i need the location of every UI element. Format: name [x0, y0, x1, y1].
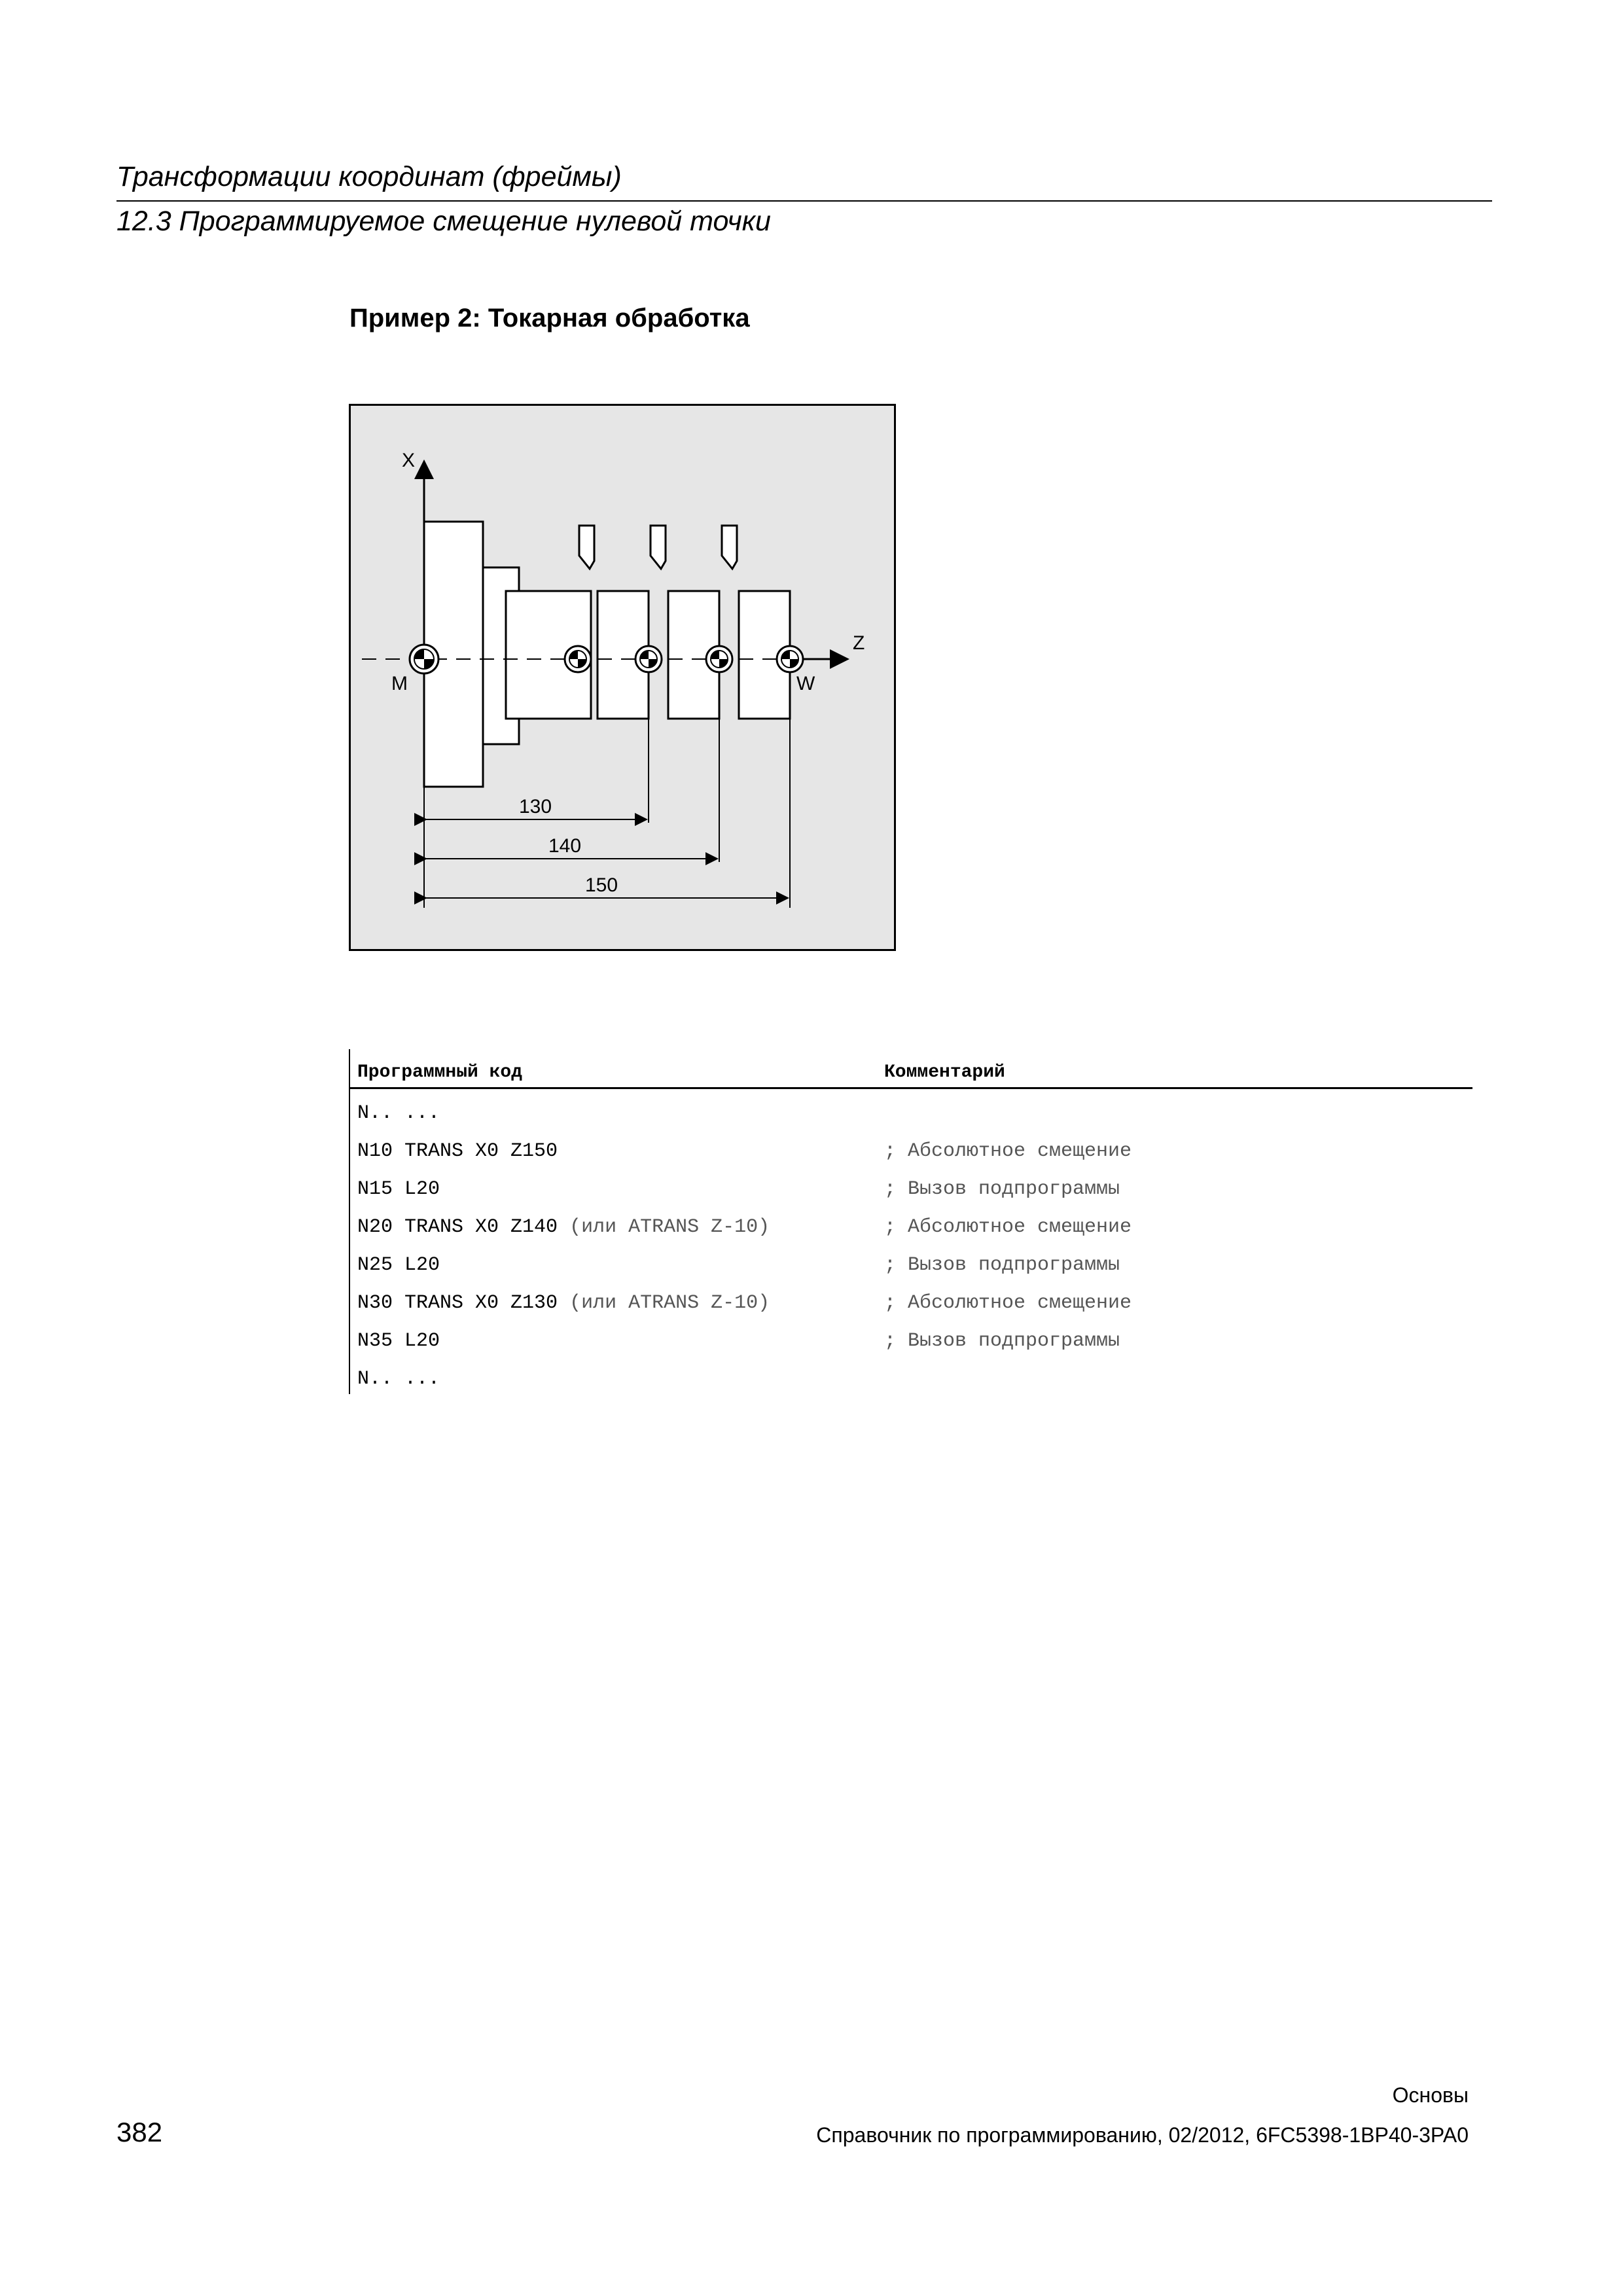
table-left-border — [349, 1049, 350, 1394]
dimension-label-130: 130 — [519, 796, 552, 817]
program-code-table: Программный код Комментарий N.. ... N10 … — [349, 1049, 1472, 1394]
footer-document-info: Справочник по программированию, 02/2012,… — [816, 2123, 1469, 2147]
tool-icon — [721, 524, 738, 571]
origin-m-label: M — [391, 673, 408, 694]
comment-cell: ; Абсолютное смещение — [884, 1292, 1132, 1314]
code-cell: N15 L20 — [357, 1178, 440, 1200]
origin-m-symbol — [408, 643, 440, 675]
code-cell: N25 L20 — [357, 1254, 440, 1276]
header-rule — [349, 1087, 1472, 1089]
code-cell: N35 L20 — [357, 1330, 440, 1352]
workpiece-zero-w-symbol — [776, 645, 804, 673]
code-cell: N20 TRANS X0 Z140 (или ATRANS Z-10) — [357, 1216, 770, 1238]
table-row: N25 L20 ; Вызов подпрограммы — [349, 1254, 1472, 1292]
zero-point-symbol — [563, 645, 592, 673]
z-axis-label: Z — [853, 632, 865, 654]
table-row: N35 L20 ; Вызов подпрограммы — [349, 1330, 1472, 1368]
workpiece-zero-w-label: W — [796, 673, 815, 694]
comment-cell: ; Вызов подпрограммы — [884, 1254, 1120, 1276]
footer-book-title: Основы — [1392, 2083, 1469, 2107]
code-cell: N.. ... — [357, 1368, 440, 1390]
comment-cell: ; Вызов подпрограммы — [884, 1330, 1120, 1352]
comment-cell: ; Абсолютное смещение — [884, 1140, 1132, 1162]
turning-diagram: X Z M — [349, 404, 896, 951]
comment-cell: ; Абсолютное смещение — [884, 1216, 1132, 1238]
column-header-code: Программный код — [357, 1062, 523, 1083]
table-row: N.. ... — [349, 1102, 1472, 1140]
zero-point-symbol — [705, 645, 734, 673]
comment-cell: ; Вызов подпрограммы — [884, 1178, 1120, 1200]
dimension-label-140: 140 — [548, 835, 581, 857]
page-number: 382 — [116, 2117, 163, 2147]
code-cell: N30 TRANS X0 Z130 (или ATRANS Z-10) — [357, 1292, 770, 1314]
chapter-title: Трансформации координат (фреймы) — [116, 161, 622, 192]
tool-icon — [578, 524, 596, 571]
zero-point-symbol — [634, 645, 663, 673]
table-row: N20 TRANS X0 Z140 (или ATRANS Z-10) ; Аб… — [349, 1216, 1472, 1254]
example-title: Пример 2: Токарная обработка — [349, 304, 750, 332]
table-row: N30 TRANS X0 Z130 (или ATRANS Z-10) ; Аб… — [349, 1292, 1472, 1330]
table-row: N10 TRANS X0 Z150 ; Абсолютное смещение — [349, 1140, 1472, 1178]
column-header-comment: Комментарий — [884, 1062, 1005, 1083]
code-cell: N.. ... — [357, 1102, 440, 1124]
section-title: 12.3 Программируемое смещение нулевой то… — [116, 206, 771, 237]
code-cell: N10 TRANS X0 Z150 — [357, 1140, 558, 1162]
table-row: N.. ... — [349, 1368, 1472, 1406]
header-rule — [116, 200, 1492, 202]
tool-icon — [649, 524, 667, 571]
x-axis-label: X — [402, 450, 415, 471]
table-row: N15 L20 ; Вызов подпрограммы — [349, 1178, 1472, 1216]
dimension-label-150: 150 — [585, 874, 618, 896]
